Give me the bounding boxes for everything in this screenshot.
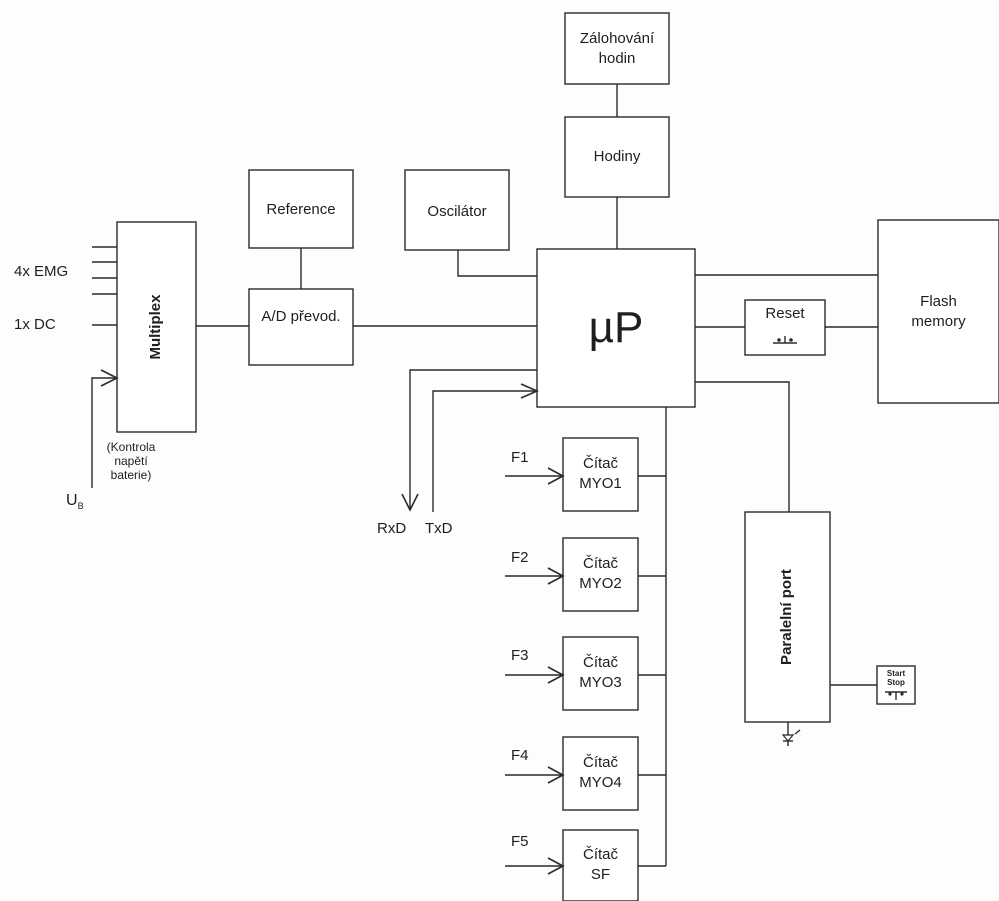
oscillator-label: Oscilátor: [427, 203, 487, 220]
parallel-port-block: [744, 511, 831, 723]
ub-symbol: U: [66, 492, 78, 509]
ub-subscript: B: [77, 501, 84, 512]
led-icon: [781, 734, 795, 742]
flash-memory-block: [877, 219, 999, 404]
reset-label: Reset: [765, 305, 805, 322]
rxd-label: RxD: [377, 520, 407, 537]
input-f4-label: F4: [511, 747, 529, 764]
cpu-to-parallel-line: [695, 381, 790, 512]
oscillator-to-cpu-line: [457, 250, 537, 277]
reference-block: [248, 169, 354, 249]
counter-myo2-block: [562, 537, 639, 612]
input-arrow-f3: [505, 666, 565, 684]
input-arrow-f1: [505, 467, 565, 485]
battery-voltage-arrow: [91, 369, 119, 488]
input-arrow-f5: [505, 857, 565, 875]
counter-myo1-label: Čítač MYO1: [579, 455, 622, 492]
counter-myo2-label: Čítač MYO2: [579, 555, 622, 592]
start-stop-button-icon: [885, 691, 907, 700]
backup-clock-label: Zálohování hodin: [579, 30, 655, 67]
adc-block: [248, 288, 354, 366]
led-ray-icon: [794, 729, 801, 735]
input-f1-label: F1: [511, 449, 529, 466]
txd-label: TxD: [425, 520, 453, 537]
counter-myo1-block: [562, 437, 639, 512]
rxd-line: [401, 369, 537, 512]
cpu-label: µP: [588, 303, 644, 352]
flash-memory-label: Flash memory: [911, 293, 966, 330]
counter-sf-label: Čítač SF: [582, 846, 618, 883]
input-f2-label: F2: [511, 549, 529, 566]
ub-label: UB: [66, 491, 84, 516]
reference-label: Reference: [266, 201, 336, 218]
counter-myo3-label: Čítač MYO3: [579, 654, 622, 691]
emg-input-label: 4x EMG: [14, 263, 69, 280]
parallel-port-label: Paralelní port: [778, 569, 795, 665]
adc-label: A/D převod.: [261, 308, 341, 325]
input-f3-label: F3: [511, 647, 529, 664]
cpu-block: [536, 248, 696, 408]
input-f5-label: F5: [511, 833, 529, 850]
multiplex-label: Multiplex: [147, 294, 164, 360]
backup-clock-block: [564, 12, 670, 85]
counter-myo4-block: [562, 736, 639, 811]
multiplex-block: [116, 221, 197, 433]
battery-check-note: (Kontrola napětí baterie): [106, 440, 156, 482]
txd-line: [432, 383, 539, 512]
oscillator-block: [404, 169, 510, 251]
counter-myo3-block: [562, 636, 639, 711]
counter-myo4-label: Čítač MYO4: [579, 754, 622, 791]
clock-label: Hodiny: [593, 148, 641, 165]
input-arrow-f2: [505, 567, 565, 585]
dc-input-label: 1x DC: [14, 316, 56, 333]
clock-block: [564, 116, 670, 198]
reset-button-icon: [773, 336, 797, 344]
input-arrow-f4: [505, 766, 565, 784]
start-stop-label: Start Stop: [886, 669, 906, 687]
